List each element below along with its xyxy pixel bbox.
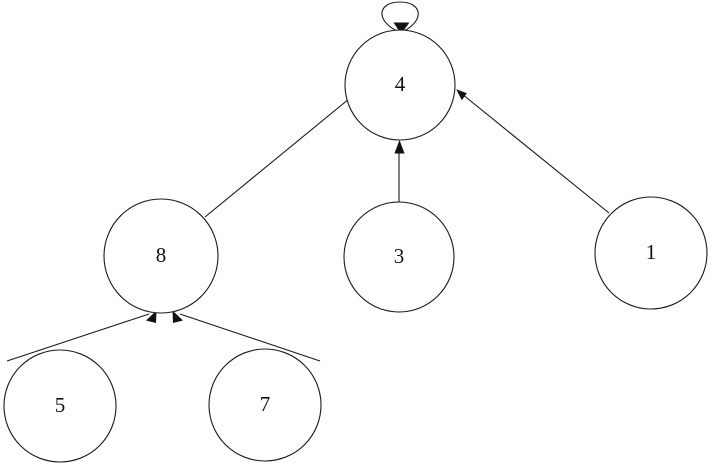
node-5-label: 5 [55,393,66,417]
edge-3-to-4-arrowhead [394,140,405,154]
edge-1-to-4-line [461,93,610,214]
node-4-circle[interactable] [344,29,456,141]
edge-5-to-8-arrowhead [146,310,157,323]
edge-5-to-8-line [6,313,150,362]
node-5[interactable]: 5 [3,349,117,463]
node-7[interactable]: 7 [208,348,322,462]
node-3-circle[interactable] [343,201,455,313]
edge-8-to-4-line [204,93,356,218]
node-7-label: 7 [260,392,271,416]
edge-1-to-4-arrowhead [456,89,467,101]
node-3[interactable]: 3 [343,201,455,313]
edge-4-to-4-self-loop [381,1,419,34]
node-4-label: 4 [395,72,406,96]
edge-layer [6,1,610,362]
node-4[interactable]: 4 [344,29,456,141]
node-8-label: 8 [156,243,167,267]
node-1[interactable]: 1 [594,196,708,310]
edge-7-to-8-line [179,313,321,362]
node-5-circle[interactable] [3,349,117,463]
edge-7-to-8 [172,310,321,362]
edge-8-to-4 [204,89,361,218]
node-3-label: 3 [394,244,405,268]
node-layer: 4 8 3 1 5 7 [3,29,708,463]
edge-4-to-4-arrowhead [393,22,410,34]
node-7-circle[interactable] [208,348,322,462]
node-1-label: 1 [646,240,657,264]
node-8[interactable]: 8 [103,198,219,314]
edge-7-to-8-arrowhead [172,310,183,323]
edge-4-to-4-loop-path [381,1,419,32]
edge-5-to-8 [6,310,157,362]
edge-3-to-4 [394,140,405,202]
node-8-circle[interactable] [103,198,219,314]
node-1-circle[interactable] [594,196,708,310]
edge-1-to-4 [456,89,610,214]
